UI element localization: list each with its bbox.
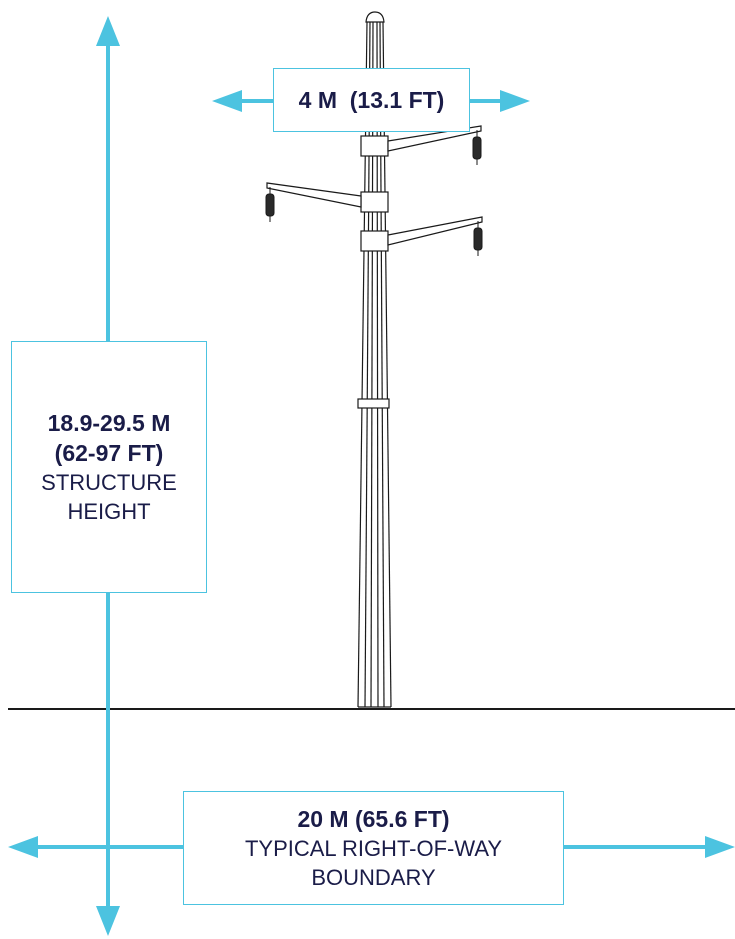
pole-collar	[360, 230, 389, 252]
right-of-way-value: 20 M (65.6 FT)	[297, 806, 450, 832]
pole-collar	[360, 135, 389, 157]
pole-width-value: 4 M (13.1 FT)	[298, 87, 445, 113]
structure-height-metric: 18.9-29.5 M	[47, 410, 171, 436]
structure-height-imperial: (62-97 FT)	[54, 440, 164, 466]
pole-cap	[365, 11, 385, 23]
insulator	[473, 221, 483, 256]
crossarm	[387, 216, 483, 246]
right-of-way-caption-line2: BOUNDARY	[311, 865, 436, 890]
utility-pole	[266, 11, 483, 708]
right-of-way-caption-line1: TYPICAL RIGHT-OF-WAY	[244, 836, 503, 861]
insulator	[265, 187, 275, 222]
structure-height-caption-line2: HEIGHT	[67, 499, 151, 524]
crossarm	[266, 182, 362, 208]
pole-collar	[357, 398, 390, 409]
structure-height-label: 18.9-29.5 M (62-97 FT) STRUCTURE HEIGHT	[11, 341, 207, 593]
pole-collar	[360, 191, 389, 213]
pole-width-label: 4 M (13.1 FT)	[273, 68, 470, 132]
insulator	[472, 130, 482, 165]
structure-height-caption-line1: STRUCTURE	[41, 470, 177, 495]
right-of-way-label: 20 M (65.6 FT) TYPICAL RIGHT-OF-WAY BOUN…	[183, 791, 564, 905]
